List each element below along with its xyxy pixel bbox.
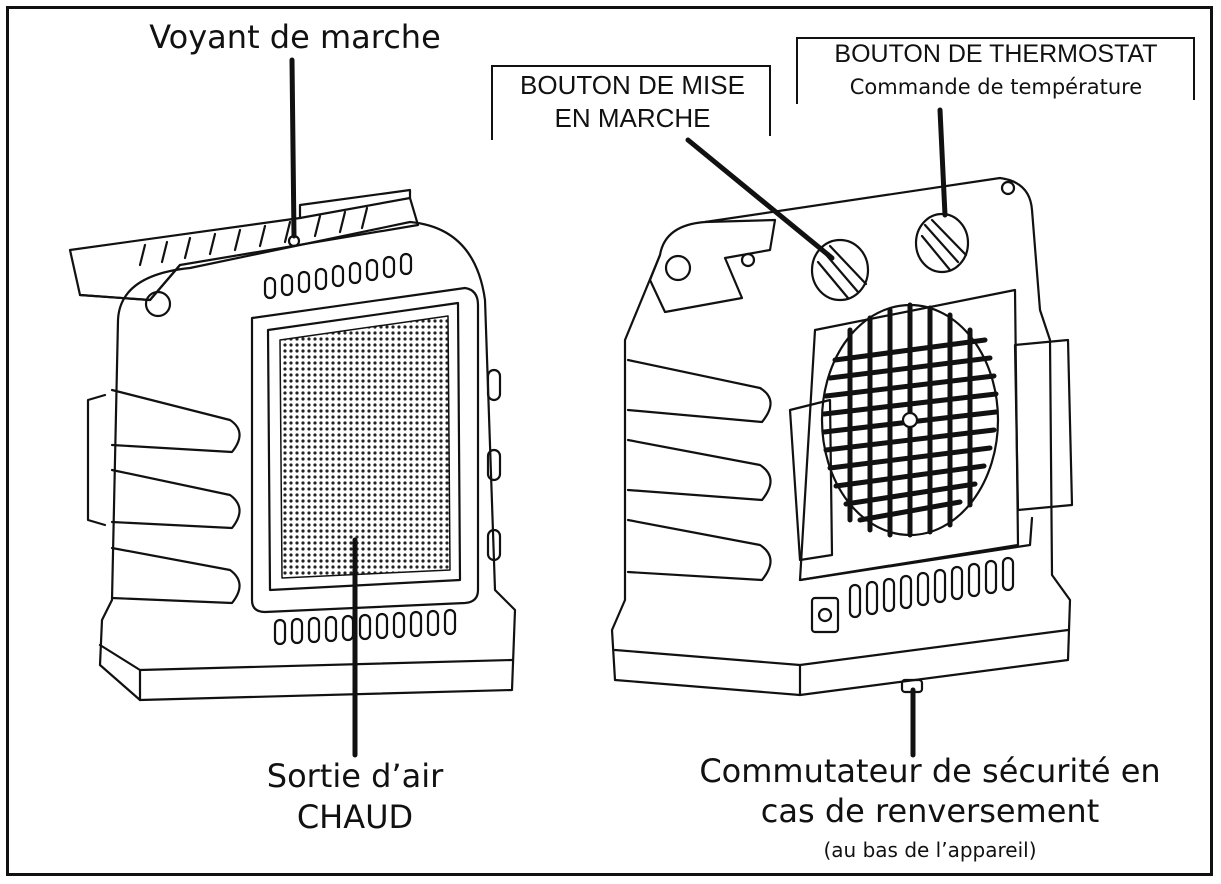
pilot-light-label: Voyant de marche	[149, 18, 441, 56]
tip-switch-label-line2: cas de renversement	[760, 792, 1100, 830]
thermostat-label-line1: BOUTON DE THERMOSTAT	[834, 40, 1158, 68]
thermostat-label-line2: Commande de température	[849, 75, 1143, 99]
front-heater	[68, 188, 517, 702]
leader-lines	[289, 57, 948, 758]
power-button-callout-box	[491, 65, 771, 140]
tip-switch-label-line1: Commutateur de sécurité en	[699, 752, 1161, 790]
diagram-frame	[6, 6, 1213, 876]
thermostat-callout-box	[796, 37, 1195, 104]
power-button-label-line1: BOUTON DE MISE	[520, 70, 745, 100]
power-button-label-line2: EN MARCHE	[554, 103, 711, 133]
back-heater	[610, 176, 1074, 697]
hot-air-outlet-label-line2: CHAUD	[296, 798, 414, 836]
thermostat-knob-icon	[914, 212, 970, 274]
tip-switch-label-line3: (au bas de l’appareil)	[823, 838, 1037, 862]
front-grille	[279, 315, 451, 579]
hot-air-outlet-label-line1: Sortie d’air	[266, 757, 444, 795]
